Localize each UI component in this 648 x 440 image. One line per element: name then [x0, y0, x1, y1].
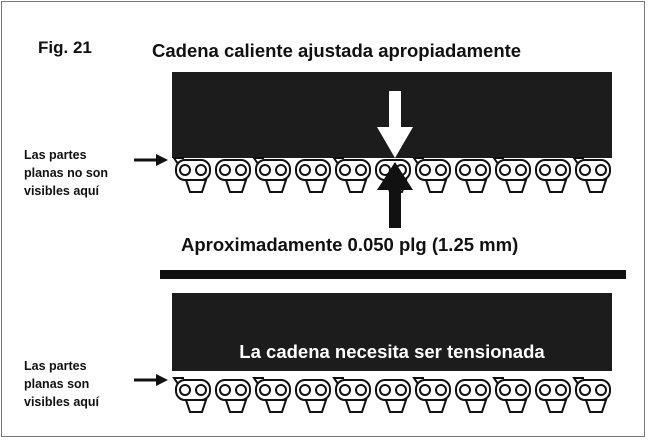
- bottom-chain-rivet: [195, 384, 207, 396]
- bottom-chain-cutter: [572, 377, 584, 385]
- top-pointer-arrow: [134, 154, 168, 166]
- bottom-chain-drive-tooth: [224, 399, 248, 413]
- bottom-chain-cutter: [412, 377, 424, 385]
- gap-up-arrow: [377, 162, 413, 228]
- top-chain-rivet: [515, 164, 527, 176]
- bottom-chain: [172, 377, 611, 413]
- top-note-line-1: Las partes: [24, 148, 87, 162]
- top-chain-rivet: [299, 164, 311, 176]
- bottom-chain-cutter: [492, 377, 504, 385]
- top-chain-drive-tooth: [344, 179, 368, 193]
- bottom-chain-drive-tooth: [424, 399, 448, 413]
- top-chain-rivet: [259, 164, 271, 176]
- bottom-note-line-1: Las partes: [24, 359, 87, 373]
- top-chain-drive-tooth: [424, 179, 448, 193]
- bottom-chain-drive-tooth: [184, 399, 208, 413]
- top-chain-rivet: [579, 164, 591, 176]
- bottom-chain-rivet: [219, 384, 231, 396]
- gap-down-arrow: [377, 91, 413, 158]
- top-chain-cutter: [172, 157, 184, 165]
- top-chain-cutter: [572, 157, 584, 165]
- bottom-chain-rivet: [499, 384, 511, 396]
- top-chain-drive-tooth: [224, 179, 248, 193]
- top-chain-rivet: [195, 164, 207, 176]
- bottom-chain-drive-tooth: [264, 399, 288, 413]
- figure-title: Cadena caliente ajustada apropiadamente: [152, 40, 522, 61]
- top-chain-drive-tooth: [264, 179, 288, 193]
- top-chain-rivet: [499, 164, 511, 176]
- top-chain-rivet: [275, 164, 287, 176]
- top-chain-rivet: [179, 164, 191, 176]
- bottom-chain-cutter: [332, 377, 344, 385]
- top-chain-rivet: [475, 164, 487, 176]
- bottom-chain-rivet: [235, 384, 247, 396]
- divider-bar: [160, 270, 626, 279]
- gap-measurement: Aproximadamente 0.050 plg (1.25 mm): [181, 234, 519, 255]
- top-chain-rivet: [595, 164, 607, 176]
- bottom-chain-rivet: [475, 384, 487, 396]
- bottom-chain-rivet: [315, 384, 327, 396]
- bottom-pointer-arrow: [134, 374, 168, 386]
- bottom-chain-rivet: [555, 384, 567, 396]
- bottom-chain-cutter: [252, 377, 264, 385]
- bottom-chain-rivet: [339, 384, 351, 396]
- top-note-line-3: visibles aquí: [24, 184, 100, 198]
- top-chain-rivet: [355, 164, 367, 176]
- bottom-chain-rivet: [595, 384, 607, 396]
- bottom-chain-rivet: [539, 384, 551, 396]
- top-chain-drive-tooth: [544, 179, 568, 193]
- bottom-chain-drive-tooth: [384, 399, 408, 413]
- figure-number: Fig. 21: [38, 38, 92, 57]
- bottom-chain-rivet: [179, 384, 191, 396]
- top-chain-drive-tooth: [184, 179, 208, 193]
- top-chain-rivet: [539, 164, 551, 176]
- top-chain-rivet: [419, 164, 431, 176]
- bottom-chain-cutter: [172, 377, 184, 385]
- bottom-side-note: Las partes planas son visibles aquí: [24, 357, 99, 411]
- top-chain-rivet: [235, 164, 247, 176]
- top-chain-cutter: [492, 157, 504, 165]
- bottom-chain-rivet: [275, 384, 287, 396]
- bottom-guide-bar: [172, 293, 612, 371]
- top-chain-cutter: [412, 157, 424, 165]
- top-chain-cutter: [252, 157, 264, 165]
- top-chain-drive-tooth: [504, 179, 528, 193]
- bottom-chain-rivet: [515, 384, 527, 396]
- top-chain-rivet: [219, 164, 231, 176]
- bottom-chain-drive-tooth: [584, 399, 608, 413]
- top-chain-drive-tooth: [584, 179, 608, 193]
- bottom-chain-drive-tooth: [344, 399, 368, 413]
- top-chain-rivet: [459, 164, 471, 176]
- top-note-line-2: planas no son: [24, 166, 109, 180]
- bottom-chain-rivet: [379, 384, 391, 396]
- tension-warning: La cadena necesita ser tensionada: [239, 341, 545, 362]
- bottom-chain-drive-tooth: [504, 399, 528, 413]
- bottom-chain-rivet: [355, 384, 367, 396]
- bottom-chain-rivet: [459, 384, 471, 396]
- bottom-chain-drive-tooth: [304, 399, 328, 413]
- bottom-chain-drive-tooth: [544, 399, 568, 413]
- bottom-chain-rivet: [435, 384, 447, 396]
- bottom-note-line-2: planas son: [24, 377, 90, 391]
- top-chain-drive-tooth: [304, 179, 328, 193]
- top-chain-rivet: [555, 164, 567, 176]
- bottom-chain-rivet: [299, 384, 311, 396]
- bottom-chain-rivet: [579, 384, 591, 396]
- top-side-note: Las partes planas no son visibles aquí: [24, 146, 108, 200]
- top-chain-drive-tooth: [464, 179, 488, 193]
- bottom-chain-rivet: [395, 384, 407, 396]
- bottom-chain-rivet: [419, 384, 431, 396]
- bottom-chain-drive-tooth: [464, 399, 488, 413]
- top-chain-rivet: [339, 164, 351, 176]
- bottom-note-line-3: visibles aquí: [24, 395, 100, 409]
- top-chain-cutter: [332, 157, 344, 165]
- top-chain: [172, 157, 611, 193]
- bottom-chain-rivet: [259, 384, 271, 396]
- top-chain-rivet: [315, 164, 327, 176]
- top-chain-rivet: [435, 164, 447, 176]
